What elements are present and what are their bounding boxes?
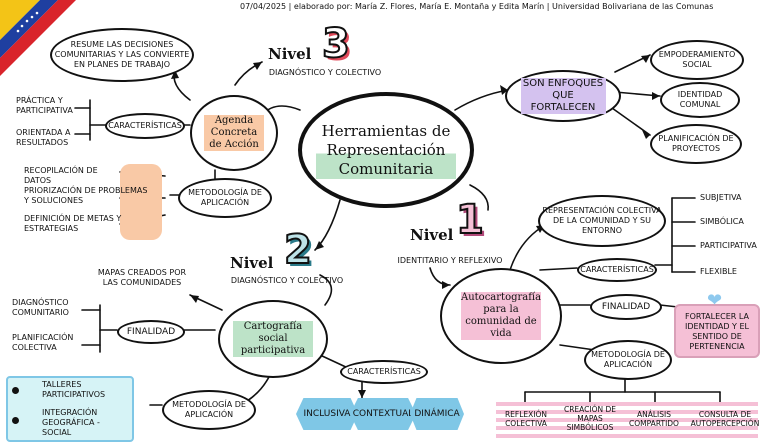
nivel1-metodologia-2: CREACIÓN DE MAPAS SIMBÓLICOS bbox=[563, 405, 617, 432]
nivel2-metodologia-2: INTEGRACIÓN GEOGRÁFICA - SOCIAL bbox=[42, 408, 100, 437]
nivel2-metodologia-node: METODOLOGÍA DE APLICACIÓN bbox=[162, 390, 256, 430]
nivel2-finalidad-node: FINALIDAD bbox=[117, 320, 185, 344]
nivel1-caracteristica-4: FLEXIBLE bbox=[700, 267, 737, 276]
nivel1-tool: Autocartografía para la comunidad de vid… bbox=[461, 292, 542, 340]
nivel1-number: 1 bbox=[455, 197, 485, 243]
orange-highlight bbox=[120, 164, 162, 240]
nivel1-metodologia-1: REFLEXIÓN COLECTIVA bbox=[504, 410, 548, 428]
nivel2-finalidad-2: PLANIFICACIÓN COLECTIVA bbox=[12, 333, 74, 352]
nivel1-metodologia-node: METODOLOGÍA DE APLICACIÓN bbox=[584, 340, 672, 380]
nivel1-finalidad: FORTALECER LA IDENTIDAD Y EL SENTIDO DE … bbox=[674, 304, 760, 358]
nivel3-caracteristica-2: ORIENTADA A RESULTADOS bbox=[16, 128, 71, 147]
nivel3-metodologia-1: RECOPILACIÓN DE DATOS bbox=[24, 166, 98, 185]
nivel3-resume: RESUME LAS DECISIONES COMUNITARIAS Y LAS… bbox=[50, 28, 194, 82]
aqua-box bbox=[6, 376, 134, 442]
nivel3-metodologia-node: METODOLOGÍA DE APLICACIÓN bbox=[178, 178, 272, 218]
nivel1-label: Nivel bbox=[410, 226, 454, 244]
nivel1-caracteristica-3: PARTICIPATIVA bbox=[700, 241, 757, 250]
page-header: 07/04/2025 | elaborado por: María Z. Flo… bbox=[240, 2, 714, 11]
nivel3-metodologia-2: PRIORIZACIÓN DE PROBLEMAS Y SOLUCIONES bbox=[24, 186, 148, 205]
nivel2-metodologia-1: TALLERES PARTICIPATIVOS bbox=[42, 380, 106, 399]
nivel3-number: 3 bbox=[321, 21, 351, 67]
nivel1-finalidad-node: FINALIDAD bbox=[590, 294, 662, 320]
nivel1-caracteristicas-node: CARACTERÍSTICAS bbox=[577, 258, 657, 282]
nivel3-subtitle: DIAGNÓSTICO Y COLECTIVO bbox=[268, 68, 382, 77]
center-title: Herramientas de Representación Comunitar… bbox=[316, 121, 456, 179]
pink-ribbon bbox=[496, 402, 758, 442]
nivel1-caracteristica-2: SIMBÓLICA bbox=[700, 217, 744, 226]
nivel3-caracteristica-1: PRÁCTICA Y PARTICIPATIVA bbox=[16, 96, 73, 115]
enfoque-item-empoderamiento: EMPODERAMIENTO SOCIAL bbox=[650, 40, 744, 80]
nivel2-subtitle: DIAGNÓSTICO Y COLECTIVO bbox=[230, 276, 344, 285]
nivel3-tool-node: Agenda Concreta de Acción bbox=[190, 95, 278, 171]
nivel2-label: Nivel bbox=[230, 254, 274, 272]
nivel2-tool-node: Cartografía social participativa bbox=[218, 300, 328, 378]
nivel2-finalidad-1: DIAGNÓSTICO COMUNITARIO bbox=[12, 298, 69, 317]
nivel3-metodologia-3: DEFINICIÓN DE METAS Y ESTRATEGIAS bbox=[24, 214, 122, 233]
enfoques-label: SON ENFOQUES QUE FORTALECEN bbox=[520, 78, 606, 114]
flag-icon bbox=[0, 0, 76, 76]
nivel1-metodologia-3: ANÁLISIS COMPARTIDO bbox=[629, 410, 679, 428]
bullet-dot bbox=[12, 417, 19, 424]
nivel3-caracteristicas-node: CARACTERÍSTICAS bbox=[105, 113, 185, 139]
hex-inclusiva: INCLUSIVA bbox=[296, 398, 358, 430]
nivel2-caracteristicas-node: CARACTERÍSTICAS bbox=[340, 360, 428, 384]
nivel1-caracteristica-1: SUBJETIVA bbox=[700, 193, 742, 202]
enfoque-item-identidad: IDENTIDAD COMUNAL bbox=[660, 82, 740, 118]
nivel1-representacion: REPRESENTACIÓN COLECTIVA DE LA COMUNIDAD… bbox=[538, 195, 666, 247]
nivel2-mapas: MAPAS CREADOS POR LAS COMUNIDADES bbox=[97, 268, 187, 287]
hex-contextual: CONTEXTUAL bbox=[350, 398, 416, 430]
nivel1-tool-node: Autocartografía para la comunidad de vid… bbox=[440, 268, 562, 364]
heart-icon: ❤ bbox=[707, 290, 723, 311]
hex-dinamica: DINÁMICA bbox=[410, 398, 464, 430]
nivel2-tool: Cartografía social participativa bbox=[233, 321, 313, 357]
enfoques-node: SON ENFOQUES QUE FORTALECEN bbox=[505, 70, 621, 122]
enfoque-item-planificacion: PLANIFICACIÓN DE PROYECTOS bbox=[650, 124, 742, 164]
nivel1-subtitle: IDENTITARIO Y REFLEXIVO bbox=[397, 256, 503, 265]
nivel3-label: Nivel bbox=[268, 45, 312, 63]
nivel1-metodologia-4: CONSULTA DE AUTOPERCEPCIÓN bbox=[690, 410, 760, 428]
nivel3-tool: Agenda Concreta de Acción bbox=[204, 115, 264, 151]
nivel2-number: 2 bbox=[283, 227, 313, 273]
center-node: Herramientas de Representación Comunitar… bbox=[298, 92, 474, 208]
bullet-dot bbox=[12, 387, 19, 394]
